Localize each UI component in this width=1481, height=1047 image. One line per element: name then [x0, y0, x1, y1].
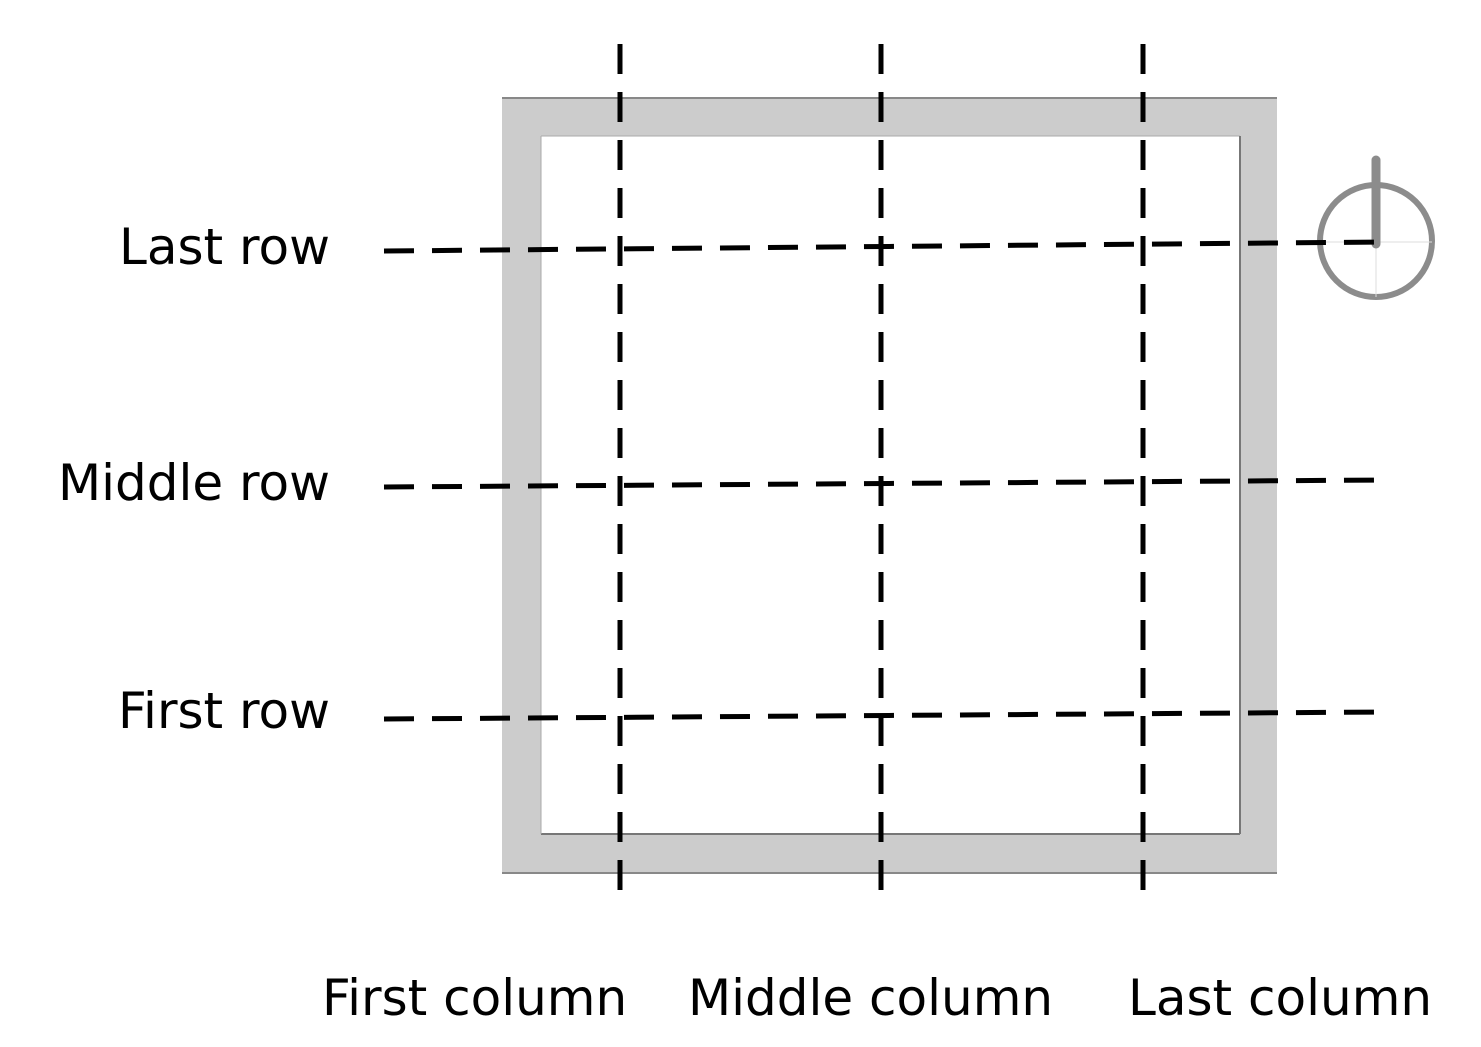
row-line-first	[383, 709, 1385, 722]
power-icon	[1317, 155, 1435, 300]
column-lines	[617, 44, 1146, 895]
row-label-middle: Middle row	[58, 454, 330, 512]
row-line-last	[383, 239, 1385, 254]
row-label-first: First row	[117, 682, 330, 740]
row-label-last: Last row	[119, 218, 330, 276]
column-label-last: Last column	[1128, 969, 1433, 1027]
column-label-middle: Middle column	[688, 969, 1054, 1027]
row-line-middle	[383, 477, 1385, 490]
column-label-first: First column	[322, 969, 628, 1027]
row-lines	[383, 239, 1385, 722]
